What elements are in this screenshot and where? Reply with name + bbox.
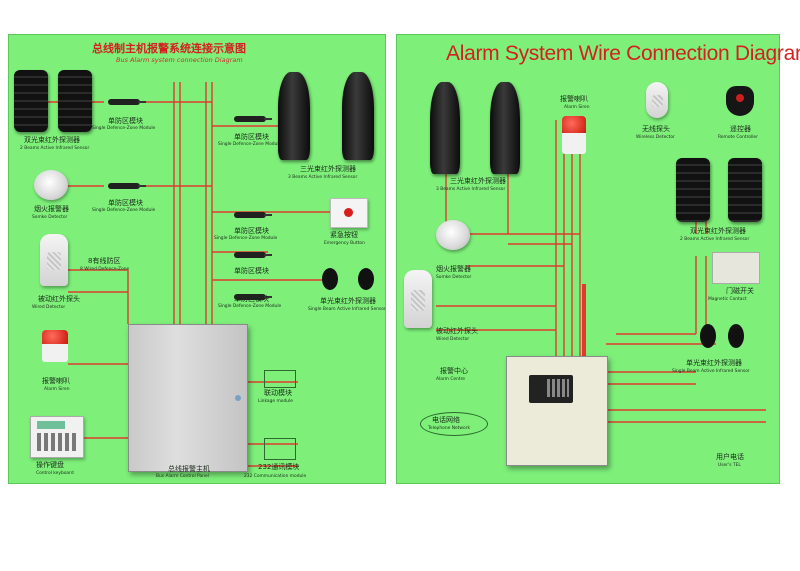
- single-beam-sensor-image: [322, 266, 382, 294]
- antenna-image: [582, 284, 586, 358]
- right-diagram-board: Alarm System Wire Connection Diagram 三光束…: [396, 34, 800, 484]
- wired-detector-image: [40, 234, 68, 286]
- dual-beam-label-zh: 双光束红外探测器: [24, 136, 80, 144]
- left-diagram-board: 总线制主机报警系统连接示意图 Bus Alarm system connecti…: [8, 34, 386, 484]
- emergency-label-zh: 紧急按钮: [330, 231, 358, 239]
- control-keyboard-image: [30, 416, 84, 458]
- triple-beam-sensor-right-image: [342, 72, 374, 160]
- r-dual-beam-label-en: 2 Beams Active Infrared Sensor: [680, 237, 750, 242]
- dual-beam-label-en: 2 Beams Active Infrared Sensor: [20, 146, 90, 151]
- linkage-label-zh: 联动模块: [264, 389, 292, 397]
- user-tel-label-en: User's TEL: [718, 463, 741, 468]
- control-panel-label-en: Bus Alarm Control Panel: [156, 474, 209, 479]
- r-smoke-label-en: Somke Detector: [436, 275, 472, 280]
- r-wired-detector-label-zh: 被动红外探头: [436, 327, 478, 335]
- zone-module-1-en: Single Defence-Zone Module: [92, 126, 156, 131]
- wired-zone-label-zh: 8有线防区: [88, 257, 121, 265]
- zone-module-6-zh: 单防区模块: [234, 295, 269, 303]
- r-triple-beam-label-zh: 三光束红外探测器: [450, 177, 506, 185]
- zone-module-4-en: Single Defence-Zone Module: [214, 236, 278, 241]
- control-panel-label-zh: 总线报警主机: [168, 465, 210, 473]
- triple-beam-label-zh: 三光束红外探测器: [300, 165, 356, 173]
- right-title: Alarm System Wire Connection Diagram: [446, 42, 800, 65]
- r-smoke-detector-image: [436, 220, 470, 250]
- right-wiring: [436, 120, 766, 439]
- remote-controller-image: [726, 86, 754, 116]
- zone-module-2-en: Single Defence-Zone Module: [218, 142, 282, 147]
- user-tel-label-zh: 用户电话: [716, 453, 744, 461]
- wireless-label-en: Wireless Detector: [636, 135, 675, 140]
- r-single-beam-label-en: Single Beam Active Infrared Sensor: [672, 369, 750, 374]
- emergency-label-en: Emergency Button: [324, 241, 365, 246]
- smoke-label-zh: 烟火报警器: [34, 205, 69, 213]
- zone-module-3: [108, 183, 146, 189]
- zone-module-3-zh: 单防区模块: [108, 199, 143, 207]
- r-single-beam-image: [700, 322, 760, 350]
- bus-control-panel-image: [128, 324, 248, 472]
- telephone-label-en: Telephone Network: [428, 426, 471, 431]
- zone-module-2: [234, 116, 272, 122]
- magnetic-label-en: Magnetic Contact: [708, 297, 747, 302]
- r-alarm-siren-image: [562, 116, 586, 154]
- wired-zone-label-en: 8 Wired Defence-Zone: [80, 267, 130, 272]
- wireless-detector-image: [646, 82, 668, 118]
- r-wired-detector-label-en: Wired Detector: [436, 337, 470, 342]
- left-title-en: Bus Alarm system connection Diagram: [116, 56, 243, 64]
- alarm-centre-panel-image: [506, 356, 608, 466]
- remote-label-zh: 遥控器: [730, 125, 751, 133]
- alarm-centre-label-en: Alarm Centre: [436, 377, 465, 382]
- r-dual-beam-label-zh: 双光束红外探测器: [690, 227, 746, 235]
- smoke-label-en: Somke Detector: [32, 215, 68, 220]
- single-beam-label-en: Single Beam Active Infrared Sensor: [308, 307, 386, 312]
- zone-module-1: [108, 99, 146, 105]
- zone-module-1-zh: 单防区模块: [108, 117, 143, 125]
- telephone-network-ellipse: [420, 412, 488, 436]
- remote-label-en: Remote Controller: [718, 135, 758, 140]
- smoke-detector-image: [34, 170, 68, 200]
- wired-detector-label-en: Wired Detector: [32, 305, 66, 310]
- single-beam-label-zh: 单光束红外探测器: [320, 297, 376, 305]
- comm-label-en: 232 Communication module: [244, 474, 307, 479]
- r-single-beam-label-zh: 单光束红外探测器: [686, 359, 742, 367]
- keyboard-label-zh: 操作键盘: [36, 461, 64, 469]
- triple-beam-sensor-left-image: [278, 72, 310, 160]
- r-siren-label-zh: 报警喇叭: [560, 95, 588, 103]
- siren-label-en: Alarm Siren: [44, 387, 70, 392]
- zone-module-4-zh: 单防区模块: [234, 227, 269, 235]
- zone-module-2-zh: 单防区模块: [234, 133, 269, 141]
- zone-module-6-en: Single Defence-Zone Module: [218, 304, 282, 309]
- dual-beam-sensor-image: [14, 70, 94, 136]
- keyboard-label-en: Control keyboard: [36, 471, 74, 476]
- siren-label-zh: 报警喇叭: [42, 377, 70, 385]
- comm-module-box: [264, 438, 296, 460]
- comm-label-zh: 232通讯模块: [258, 463, 300, 471]
- zone-module-3-en: Single Defence-Zone Module: [92, 208, 156, 213]
- zone-module-6: [234, 294, 272, 300]
- zone-module-4: [234, 212, 272, 218]
- zone-module-5-zh: 单防区模块: [234, 267, 269, 275]
- alarm-siren-image: [42, 330, 68, 362]
- alarm-centre-label-zh: 报警中心: [440, 367, 468, 375]
- r-smoke-label-zh: 烟火报警器: [436, 265, 471, 273]
- linkage-label-en: Linkage module: [258, 399, 293, 404]
- zone-module-5: [234, 252, 272, 258]
- triple-beam-right-image: [490, 82, 520, 174]
- telephone-label-zh: 电话网络: [432, 416, 460, 424]
- linkage-module-box: [264, 370, 296, 388]
- left-title-zh: 总线制主机报警系统连接示意图: [92, 42, 246, 55]
- magnetic-contact-image: [712, 252, 760, 284]
- wired-detector-label-zh: 被动红外探头: [38, 295, 80, 303]
- r-wired-detector-image: [404, 270, 432, 328]
- r-siren-label-en: Alarm Siren: [564, 105, 590, 110]
- r-dual-beam-image: [676, 158, 762, 224]
- magnetic-label-zh: 门磁开关: [726, 287, 754, 295]
- r-triple-beam-label-en: 3 Beams Active Infrared Sensor: [436, 187, 506, 192]
- emergency-button-image: [330, 198, 368, 228]
- triple-beam-left-image: [430, 82, 460, 174]
- triple-beam-label-en: 3 Beams Active Infrared Sensor: [288, 175, 358, 180]
- wireless-label-zh: 无线探头: [642, 125, 670, 133]
